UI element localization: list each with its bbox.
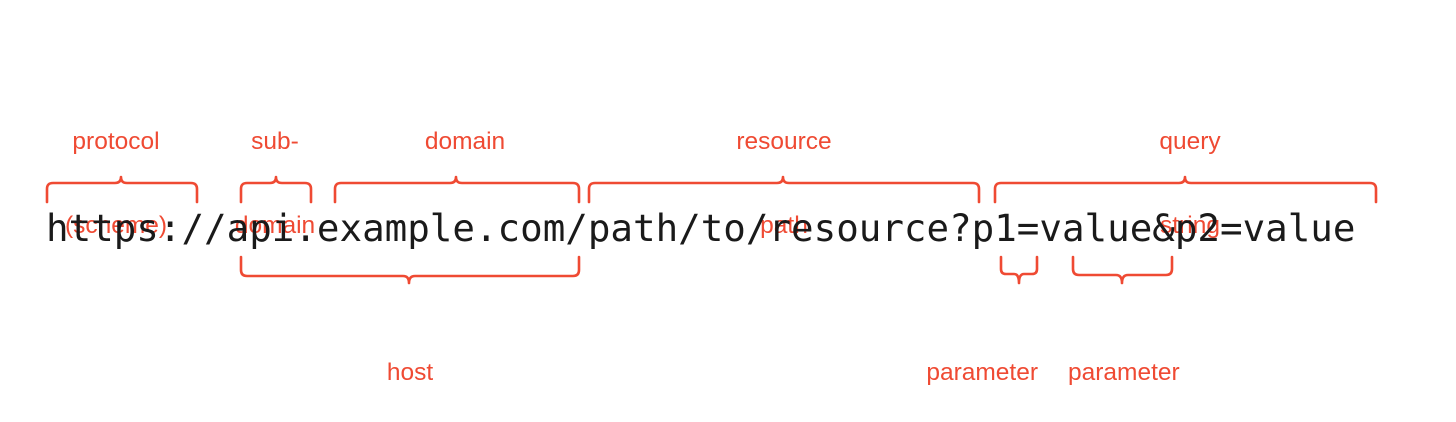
label-domain-line1: domain [424,128,506,155]
label-protocol: protocol (scheme) [26,72,206,296]
label-parameter-value: parameter value [1068,303,1278,422]
label-query-string-line1: query [1159,128,1221,155]
label-parameter-name-line1: parameter [926,359,1038,386]
label-host-line1: host [386,359,434,386]
label-protocol-line1: protocol [72,128,160,155]
label-host: host [330,303,490,422]
brace-subdomain [239,175,313,204]
label-resource-path-line1: resource [736,128,832,155]
brace-protocol [45,175,199,204]
label-domain: domain [385,72,545,212]
label-parameter-name: parameter name [828,303,1038,422]
label-query-string: query string [1110,72,1270,296]
brace-parameter-value [1071,255,1174,285]
brace-host [239,255,581,285]
brace-domain [333,175,581,204]
brace-parameter-name [999,255,1039,285]
label-subdomain-line1: sub- [251,128,299,155]
brace-query-string [993,175,1378,204]
label-resource-path: resource path [702,72,866,296]
label-subdomain-line2: domain [234,212,316,239]
label-subdomain: sub- domain [215,72,335,296]
label-protocol-line2: (scheme) [64,212,168,239]
url-text: https://api.example.com/path/to/resource… [46,206,1356,250]
label-resource-path-line2: path [760,212,808,239]
label-parameter-value-line1: parameter [1068,359,1180,386]
brace-resource-path [587,175,981,204]
label-query-string-line2: string [1160,212,1220,239]
